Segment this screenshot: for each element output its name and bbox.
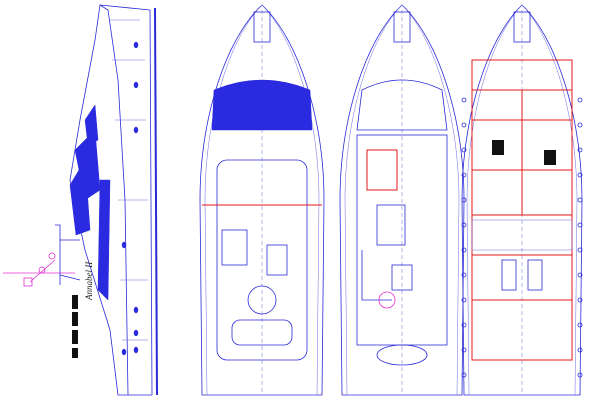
main-deck-plan-view: [339, 4, 465, 396]
side-profile-view: Annabel II: [3, 4, 158, 396]
vessel-name: Annabel II: [84, 261, 94, 301]
lower-deck-plan-view: [461, 4, 583, 396]
flybridge-plan-view: [199, 4, 325, 396]
